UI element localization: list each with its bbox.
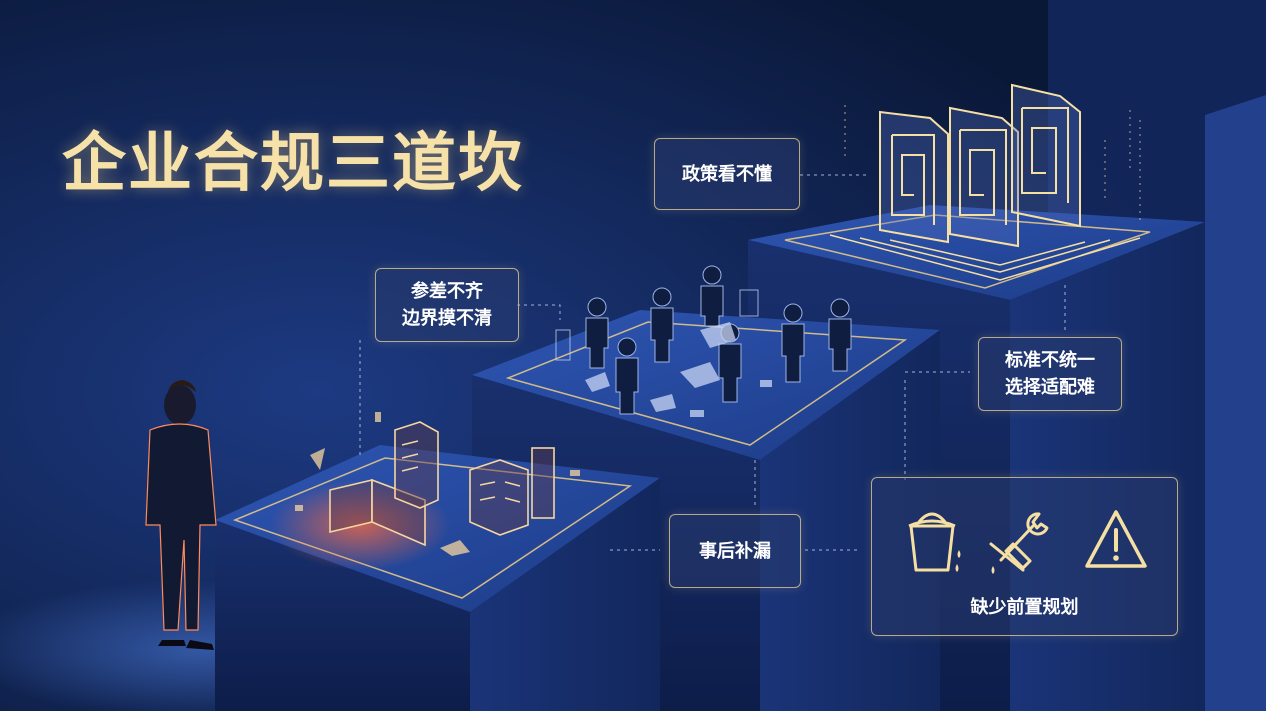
planning-label-box: 缺少前置规划 xyxy=(871,477,1178,636)
people-figure-icon xyxy=(585,265,852,415)
buildings-icon xyxy=(329,421,555,547)
policy-label: 政策看不懂 xyxy=(682,163,772,185)
step3-side xyxy=(1010,222,1205,711)
maze-document-icon xyxy=(829,83,1141,281)
uneven-label-line2: 边界摸不清 xyxy=(402,308,492,329)
debris xyxy=(295,412,580,556)
policy-label-box: 政策看不懂 xyxy=(654,138,800,210)
step1-side xyxy=(470,478,660,711)
businessman-figure-icon xyxy=(145,380,217,650)
standard-label-line2: 选择适配难 xyxy=(1005,377,1095,398)
planning-label: 缺少前置规划 xyxy=(970,597,1079,618)
step3-top xyxy=(748,205,1205,300)
warning-icon xyxy=(1084,510,1147,568)
debris xyxy=(555,289,772,417)
step1-front xyxy=(215,520,470,711)
back-pillar xyxy=(1205,95,1266,711)
standard-label-box: 标准不统一 选择适配难 xyxy=(978,337,1122,411)
page-title: 企业合规三道坎 xyxy=(62,127,524,201)
standard-label-line1: 标准不统一 xyxy=(1005,350,1095,371)
sparkle-lines xyxy=(844,105,1141,222)
wrench-icon xyxy=(989,512,1048,574)
step1-outline xyxy=(232,457,633,599)
uneven-label-box: 参差不齐 边界摸不清 xyxy=(375,268,519,342)
remedy-label-box: 事后补漏 xyxy=(669,514,801,588)
uneven-label-line1: 参差不齐 xyxy=(411,281,483,302)
connector-lines xyxy=(359,174,1066,551)
planning-icons xyxy=(890,504,1160,576)
remedy-label: 事后补漏 xyxy=(699,540,771,562)
step3-outline xyxy=(784,214,1151,289)
bucket-icon xyxy=(907,512,960,572)
